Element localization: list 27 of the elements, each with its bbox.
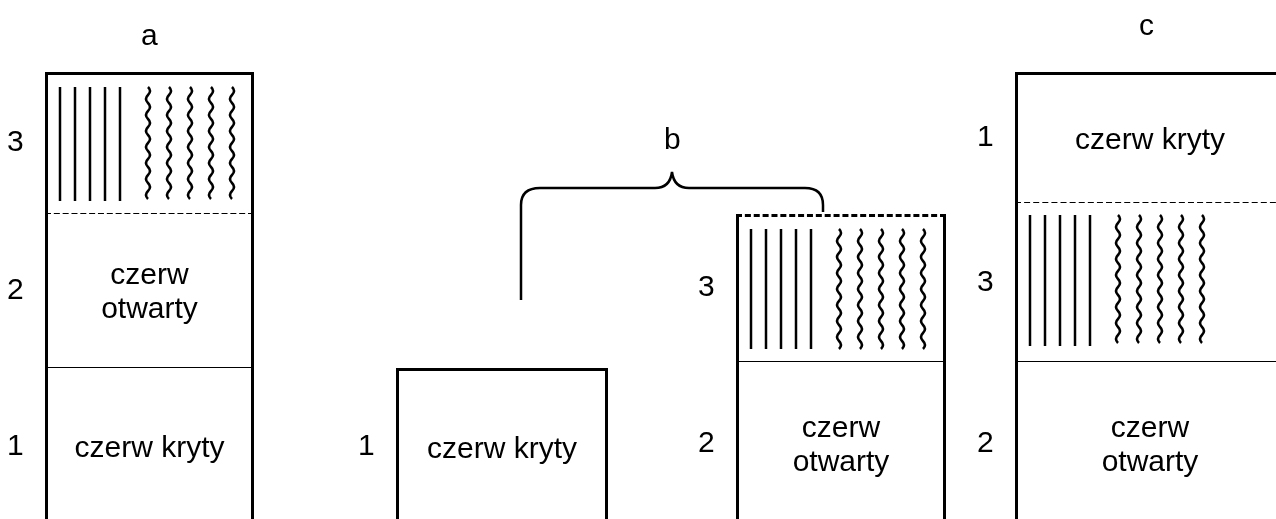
box-label: czerw otwarty [1100, 409, 1200, 478]
hive-box [736, 362, 946, 519]
panel-letter: c [1139, 8, 1154, 42]
box-label: czerw otwarty [791, 409, 891, 478]
side-number: 2 [698, 425, 715, 459]
hive-box [1015, 362, 1276, 519]
hive-box [396, 368, 608, 519]
side-number: 3 [698, 269, 715, 303]
side-number: 1 [7, 428, 24, 462]
panel-letter: a [141, 18, 158, 52]
side-number: 3 [7, 124, 24, 158]
side-number: 2 [7, 272, 24, 306]
hive-box [1015, 203, 1276, 364]
panel-letter: b [664, 122, 681, 156]
hive-box [45, 368, 254, 519]
side-number: 1 [977, 118, 994, 153]
side-number: 1 [358, 428, 375, 462]
hive-box [45, 72, 254, 216]
hive-box [1015, 72, 1276, 205]
box-label: czerw kryty [427, 431, 577, 465]
side-number: 2 [977, 425, 994, 459]
side-number: 3 [977, 263, 994, 298]
box-label: czerw kryty [1075, 121, 1225, 156]
box-label: czerw kryty [74, 429, 225, 464]
hive-box [45, 214, 254, 370]
box-label: czerw otwarty [100, 256, 199, 325]
hive-box [736, 214, 946, 364]
